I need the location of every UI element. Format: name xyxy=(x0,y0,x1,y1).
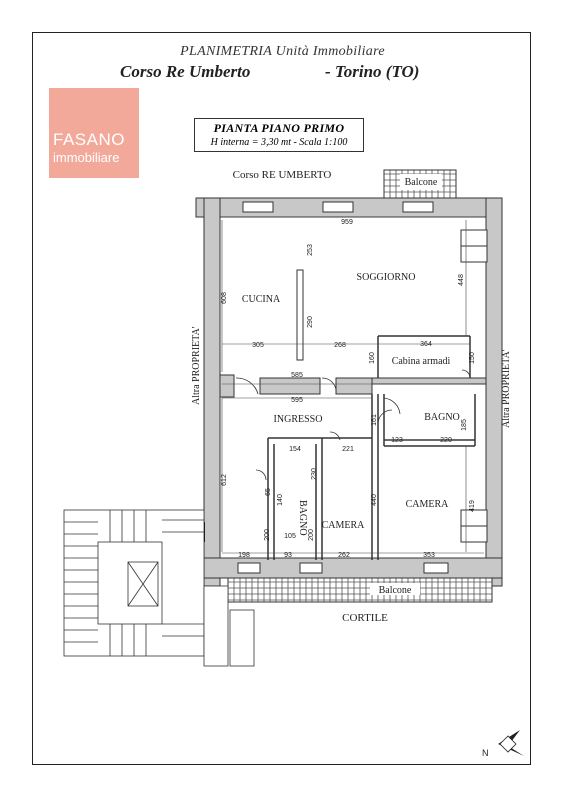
north-compass-icon xyxy=(498,730,524,756)
dim-123: 123 xyxy=(391,437,403,444)
top-balcony xyxy=(383,169,457,199)
room-soggiorno: SOGGIORNO xyxy=(357,272,416,283)
dim-268: 268 xyxy=(334,342,346,349)
logo-name: FASANO xyxy=(53,130,125,149)
page-frame xyxy=(32,32,531,765)
dim-230: 230 xyxy=(311,468,318,480)
doors xyxy=(235,369,471,481)
north-label: N xyxy=(482,748,489,758)
plan-title: PIANTA PIANO PRIMO xyxy=(213,121,345,135)
dim-305: 305 xyxy=(252,342,264,349)
right-windows xyxy=(460,229,488,543)
dim-221: 221 xyxy=(342,446,354,453)
kitchen-partition xyxy=(296,269,304,361)
dim-585: 585 xyxy=(291,372,303,379)
dim-959: 959 xyxy=(341,219,353,226)
courtyard-label: CORTILE xyxy=(342,612,388,624)
dimension-lines xyxy=(221,216,484,554)
top-windows xyxy=(242,201,434,213)
company-logo: FASANO immobiliare xyxy=(49,88,139,178)
altra-proprieta-right: Altra PROPRIETA' xyxy=(501,349,512,428)
dim-608: 608 xyxy=(221,292,228,304)
balcony-top-label: Balcone xyxy=(405,177,438,188)
dim-161: 161 xyxy=(371,414,378,426)
dim-353: 353 xyxy=(423,552,435,559)
dim-160: 160 xyxy=(369,352,376,364)
room-ingresso: INGRESSO xyxy=(274,414,323,425)
dim-154: 154 xyxy=(289,446,301,453)
room-camera-right: CAMERA xyxy=(406,499,450,510)
dim-200-right: 200 xyxy=(308,529,315,541)
dim-595: 595 xyxy=(291,397,303,404)
street-label: Corso RE UMBERTO xyxy=(233,169,332,181)
room-camera-left: CAMERA xyxy=(322,520,366,531)
room-bagno-right: BAGNO xyxy=(424,412,460,423)
header-address: Corso Re Umberto xyxy=(120,62,251,81)
room-bagno-left: BAGNO xyxy=(297,500,308,536)
dim-290: 290 xyxy=(307,316,314,328)
dim-262: 262 xyxy=(338,552,350,559)
dim-200-left: 200 xyxy=(264,529,271,541)
dim-185: 185 xyxy=(461,419,468,431)
header-title: PLANIMETRIA Unità Immobiliare xyxy=(180,44,385,59)
staircase xyxy=(63,509,205,657)
dim-65: 65 xyxy=(265,488,272,496)
bottom-balcony xyxy=(227,577,493,603)
dim-253: 253 xyxy=(307,244,314,256)
dim-419: 419 xyxy=(469,500,476,512)
plan-subtitle: H interna = 3,30 mt - Scala 1:100 xyxy=(210,137,348,148)
dim-140: 140 xyxy=(277,494,284,506)
dim-220: 220 xyxy=(440,437,452,444)
dim-105: 105 xyxy=(284,533,296,540)
dim-364: 364 xyxy=(420,341,432,348)
balcony-bottom-label: Balcone xyxy=(379,585,412,596)
dim-198: 198 xyxy=(238,552,250,559)
header-city: - Torino (TO) xyxy=(325,62,420,81)
dim-448: 448 xyxy=(458,274,465,286)
dim-612: 612 xyxy=(221,474,228,486)
plan-title-box: PIANTA PIANO PRIMO H interna = 3,30 mt -… xyxy=(194,118,364,152)
room-cucina: CUCINA xyxy=(242,294,281,305)
room-cabina-armadi: Cabina armadi xyxy=(392,356,451,367)
bottom-windows xyxy=(237,562,449,574)
elevator-shaft xyxy=(203,585,229,667)
dim-150: 150 xyxy=(469,352,476,364)
dim-93: 93 xyxy=(284,552,292,559)
logo-subtitle: immobiliare xyxy=(53,150,120,165)
altra-proprieta-left: Altra PROPRIETA' xyxy=(191,326,202,405)
dim-440: 440 xyxy=(371,494,378,506)
